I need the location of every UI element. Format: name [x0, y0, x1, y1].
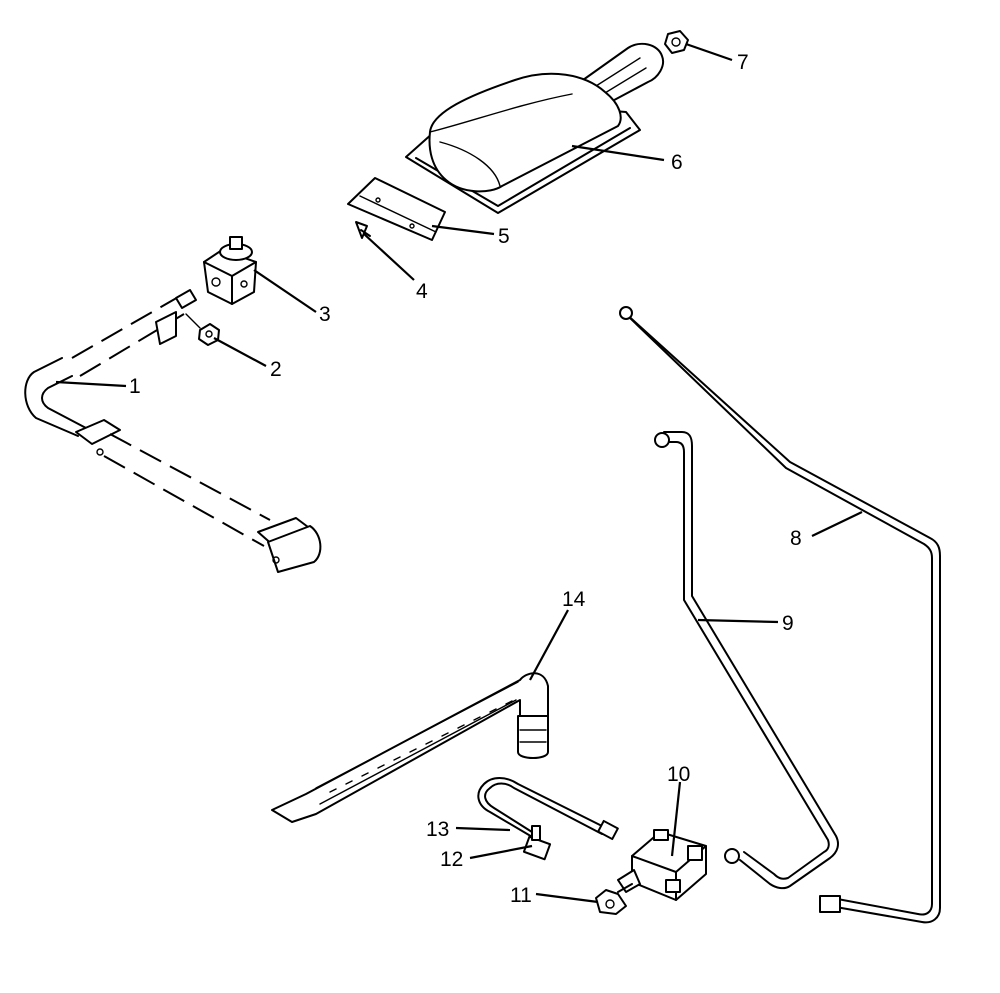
callout-2: 2	[270, 358, 282, 381]
callout-14: 14	[562, 588, 586, 611]
part-4-screw[interactable]	[355, 221, 371, 239]
callout-1: 1	[129, 375, 141, 398]
part-9-tube[interactable]	[654, 431, 839, 890]
leader-12	[469, 844, 533, 860]
leader-7	[685, 42, 733, 62]
leader-10	[670, 781, 682, 857]
leader-lines	[55, 42, 863, 904]
leader-4	[363, 233, 415, 281]
callout-labels: 1 2 3 4 5 6 7 8 9 10 11 12 13 14	[129, 51, 802, 907]
part-3-regulator[interactable]	[203, 236, 257, 305]
callout-10: 10	[667, 763, 690, 786]
part-10-valve[interactable]	[617, 829, 707, 901]
leader-3	[253, 269, 317, 313]
part-11-fitting[interactable]	[595, 883, 633, 915]
leader-5	[431, 224, 495, 236]
part-8-tube[interactable]	[619, 306, 941, 924]
leader-14	[529, 609, 569, 681]
leader-13	[455, 826, 511, 832]
part-6-broil-burner[interactable]	[405, 42, 664, 214]
callout-13: 13	[426, 818, 449, 841]
callout-4: 4	[416, 280, 428, 303]
callout-7: 7	[737, 51, 749, 74]
callout-3: 3	[319, 303, 331, 326]
callout-6: 6	[671, 151, 683, 174]
part-1-oven-burner[interactable]	[24, 289, 322, 573]
callout-12: 12	[440, 848, 463, 871]
leader-2	[213, 337, 267, 367]
callout-8: 8	[790, 527, 802, 550]
part-12-pilot[interactable]	[522, 825, 552, 861]
part-14-burner[interactable]	[271, 672, 549, 823]
leader-9	[697, 618, 779, 624]
part-13-pilot-tube[interactable]	[477, 777, 619, 841]
leader-8	[811, 511, 863, 537]
callout-5: 5	[498, 225, 510, 248]
leader-11	[535, 892, 599, 904]
part-7-nut[interactable]	[664, 30, 689, 54]
part-2-nut[interactable]	[185, 313, 220, 346]
part-5-bracket[interactable]	[347, 177, 446, 241]
callout-11: 11	[510, 884, 532, 907]
leader-1	[55, 380, 127, 388]
leader-6	[571, 144, 665, 162]
callout-9: 9	[782, 612, 794, 635]
